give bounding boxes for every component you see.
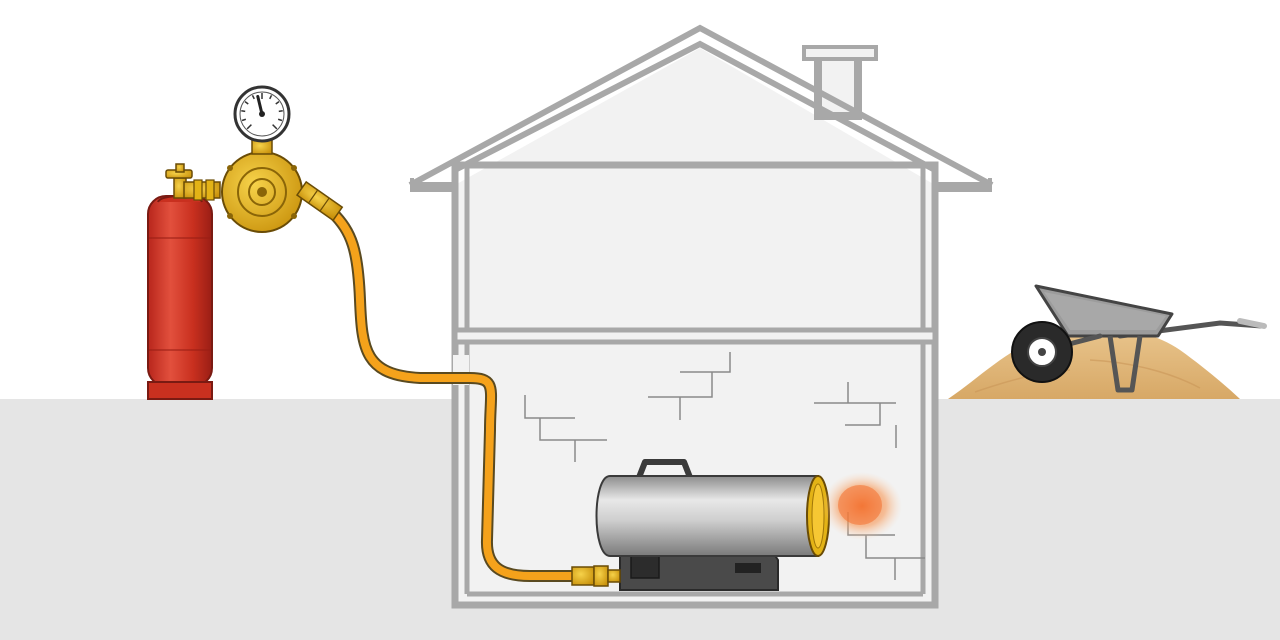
gauge-tick <box>269 94 273 100</box>
gauge-tick <box>241 118 247 122</box>
gauge-tick <box>272 124 278 130</box>
gas-hose-icon <box>326 206 588 582</box>
gauge-tick <box>275 101 280 105</box>
house <box>408 24 994 609</box>
gauge-tick <box>278 109 283 113</box>
gauge-tick <box>277 118 283 122</box>
gauge-tick <box>241 109 246 113</box>
wheelbarrow-icon <box>1011 284 1267 393</box>
regulator-icon <box>183 139 344 233</box>
flame-icon <box>822 472 902 540</box>
pressure-gauge-icon <box>233 85 291 143</box>
gas-cylinder-icon <box>147 163 213 400</box>
gauge-scale <box>241 93 283 130</box>
gauge-tick <box>244 101 249 105</box>
chimney-icon <box>802 45 878 120</box>
gauge-tick <box>246 124 252 130</box>
gauge-tick <box>251 94 255 100</box>
brick-pattern <box>524 352 925 580</box>
